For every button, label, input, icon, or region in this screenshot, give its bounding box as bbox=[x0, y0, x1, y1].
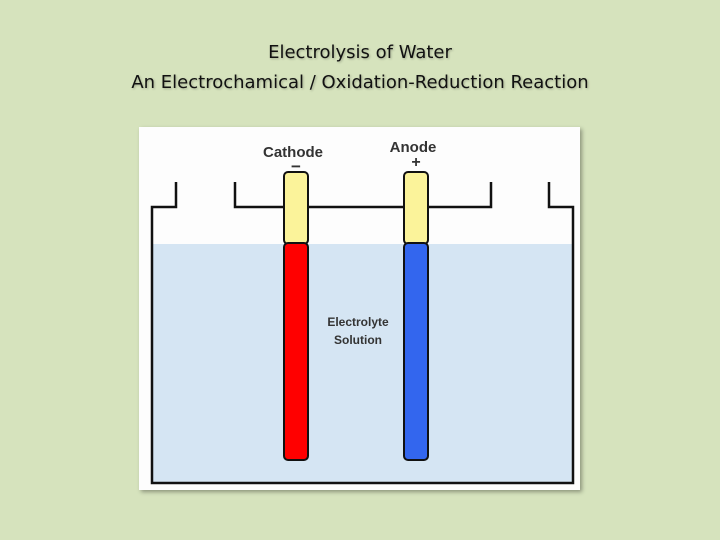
cathode-electrode bbox=[283, 171, 309, 461]
slide-title-line1: Electrolysis of Water bbox=[268, 42, 452, 63]
negative-sign-icon: − bbox=[291, 157, 301, 176]
solution-label-line2: Solution bbox=[334, 333, 382, 347]
positive-sign-icon: + bbox=[411, 154, 420, 171]
slide-title-line2: An Electrochamical / Oxidation-Reduction… bbox=[131, 72, 589, 93]
container-lid bbox=[233, 182, 493, 209]
anode-electrode bbox=[403, 171, 429, 461]
container-outline bbox=[150, 182, 575, 485]
electrolyte-solution bbox=[152, 244, 573, 482]
solution-label-line1: Electrolyte bbox=[327, 315, 389, 329]
cathode-label: Cathode bbox=[263, 144, 323, 161]
anode-label: Anode bbox=[390, 139, 437, 156]
